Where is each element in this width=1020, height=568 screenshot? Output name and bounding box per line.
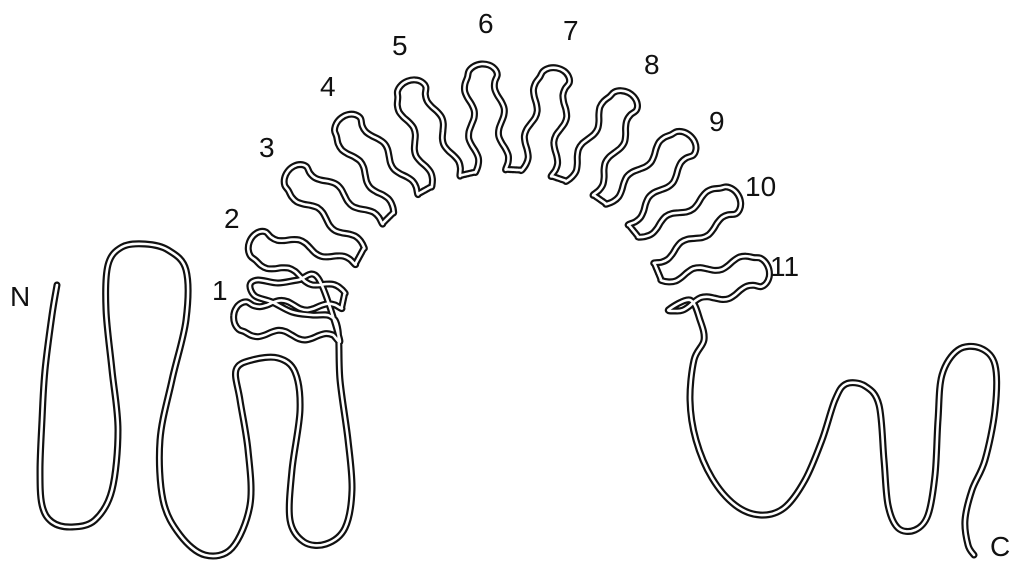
repeat-label-1: 1 [212, 275, 228, 306]
repeat-label-4: 4 [320, 71, 336, 102]
repeat-label-11: 11 [770, 251, 799, 282]
repeat-label-3: 3 [259, 132, 275, 163]
c-terminus-label: C [990, 531, 1010, 562]
repeat-label-2: 2 [224, 203, 240, 234]
chain-outline [40, 64, 997, 556]
polypeptide-chain [40, 64, 997, 556]
repeat-label-6: 6 [478, 8, 494, 39]
repeat-label-7: 7 [563, 15, 579, 46]
repeat-label-8: 8 [644, 49, 660, 80]
repeat-label-10: 10 [745, 171, 776, 202]
repeat-label-5: 5 [392, 30, 408, 61]
n-terminus-label: N [10, 281, 30, 312]
repeat-label-9: 9 [709, 106, 725, 137]
chain-core [40, 64, 997, 556]
